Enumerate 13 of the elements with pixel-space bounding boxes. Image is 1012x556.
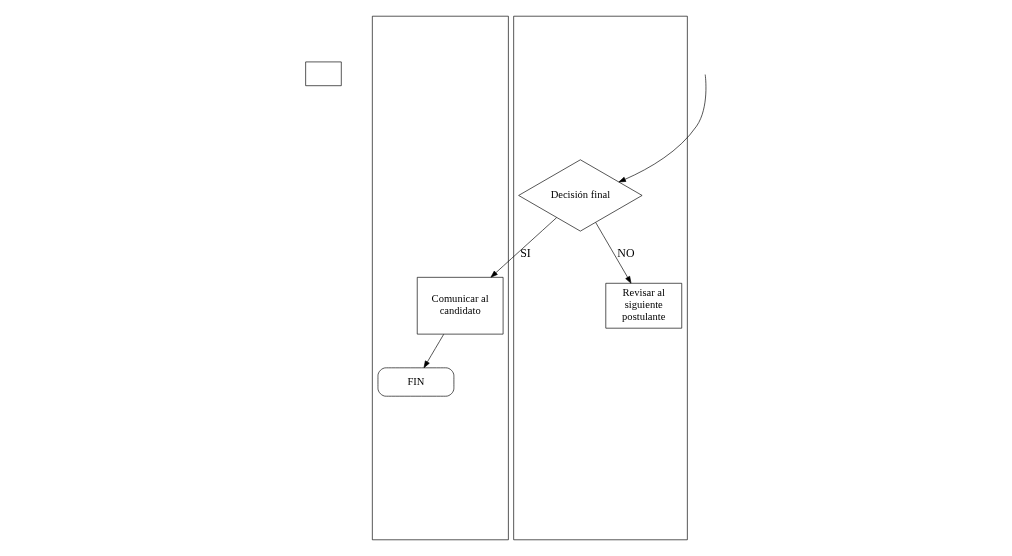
- cluster: [372, 15, 509, 541]
- node-box: Revisar al siguiente postulante: [605, 282, 683, 329]
- node-box: [305, 61, 342, 86]
- node-box: Comunicar al candidato: [416, 277, 504, 335]
- arrow: [490, 217, 557, 278]
- cluster: [513, 15, 688, 541]
- node-diamond: Decisión final: [518, 159, 643, 232]
- arrow: [423, 334, 445, 369]
- edge-label: NO: [617, 246, 635, 261]
- arrow: [595, 222, 632, 284]
- node-box: FIN: [377, 367, 455, 397]
- edge-label: SI: [520, 246, 531, 261]
- arrow: [618, 74, 707, 183]
